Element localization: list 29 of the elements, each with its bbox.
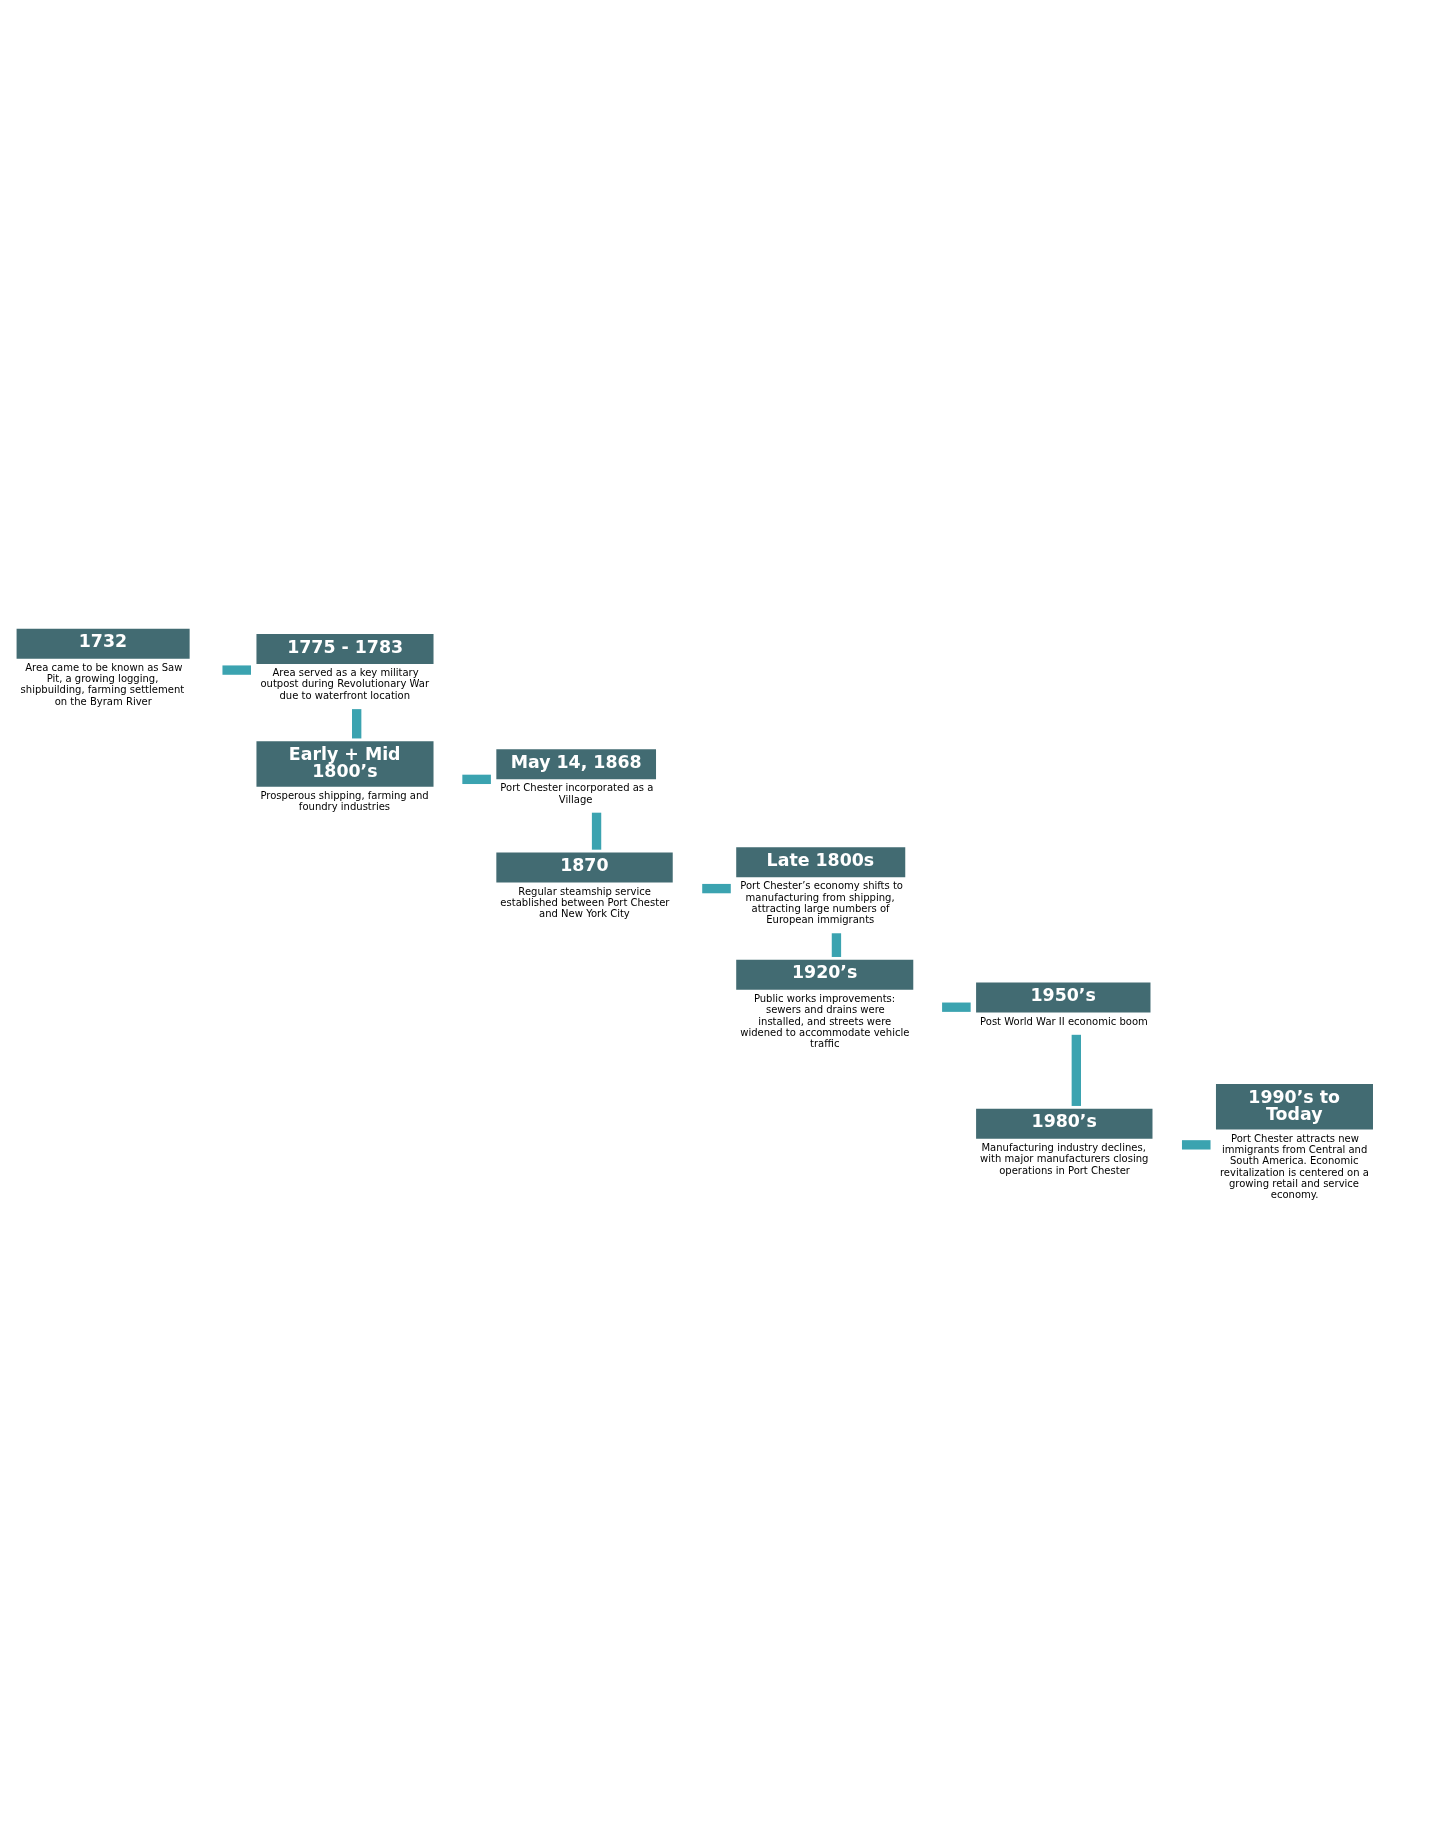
node-box: 1950’s: [976, 982, 1151, 1013]
node-label: Port Chester attracts new immigrants from Central and South America. Economic revitalization is centered on a growing retail and service economy.: [1219, 1132, 1369, 1201]
node-box: 1870: [496, 852, 673, 883]
node-label: Area came to be known as Saw Pit, a growing logging, shipbuilding, farming settlement on the Byram River: [20, 661, 185, 707]
connector: [1181, 1140, 1211, 1150]
node-label: Port Chester incorporated as a Village: [500, 782, 654, 805]
node-box: 1920’s: [736, 959, 914, 990]
node-box: 1990’s to Today: [1215, 1084, 1373, 1130]
node-label: Regular steamship service established between Port Chester and New York City: [500, 885, 670, 920]
node-box: 1732: [16, 628, 190, 659]
node-label: Public works improvements: sewers and drains were installed, and streets were widened to accommodate vehicle traffic: [740, 992, 910, 1050]
node-box: 1775 - 1783: [256, 634, 434, 665]
connector: [222, 665, 252, 675]
connector: [1071, 1034, 1081, 1106]
connector: [942, 1002, 971, 1012]
node-label: Post World War II economic boom: [980, 1015, 1148, 1027]
connector: [591, 812, 602, 850]
connector: [352, 709, 362, 739]
node-label: Prosperous shipping, farming and foundry industries: [260, 789, 429, 813]
node-label: Manufacturing industry declines, with major manufacturers closing operations in Port Chester: [980, 1141, 1149, 1176]
connector: [831, 933, 842, 957]
node-box: 1980’s: [976, 1108, 1153, 1139]
node-label: Port Chester’s economy shifts to manufacturing from shipping, attracting large numbers of European immigrants: [740, 880, 903, 926]
node-label: Area served as a key military outpost during Revolutionary War due to waterfront location: [260, 667, 430, 701]
connector: [702, 883, 731, 894]
connector: [462, 774, 491, 785]
node-box: May 14, 1868: [496, 749, 657, 780]
node-box: Late 1800s: [736, 847, 906, 878]
node-box: Early + Mid 1800’s: [256, 741, 434, 787]
